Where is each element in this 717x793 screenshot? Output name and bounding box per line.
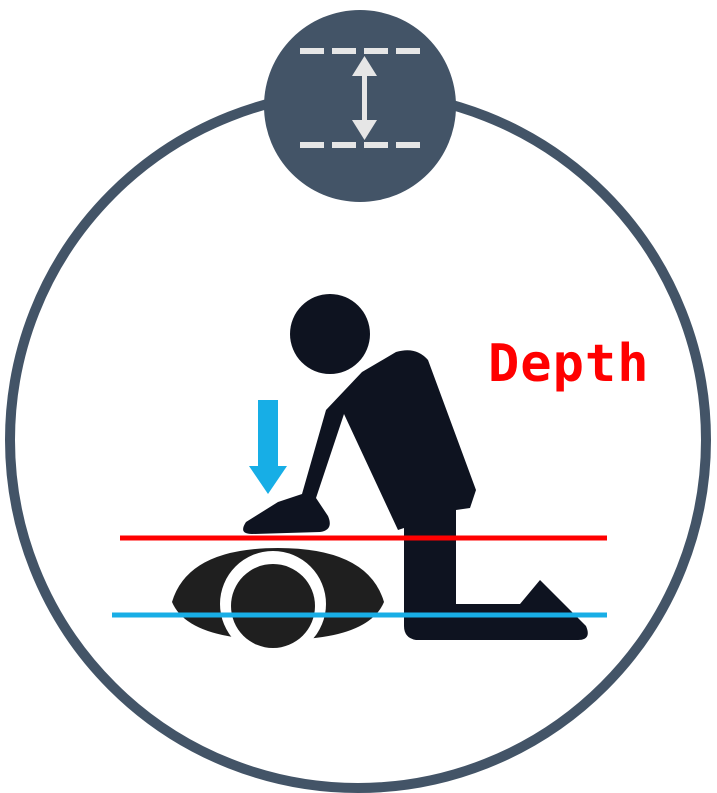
depth-label: Depth: [488, 334, 650, 394]
compression-depth-icon: [264, 10, 456, 202]
patient-chest-icon: [172, 548, 384, 657]
downward-arrow-icon: [249, 400, 287, 494]
cpr-rescuer-icon: [243, 294, 588, 640]
